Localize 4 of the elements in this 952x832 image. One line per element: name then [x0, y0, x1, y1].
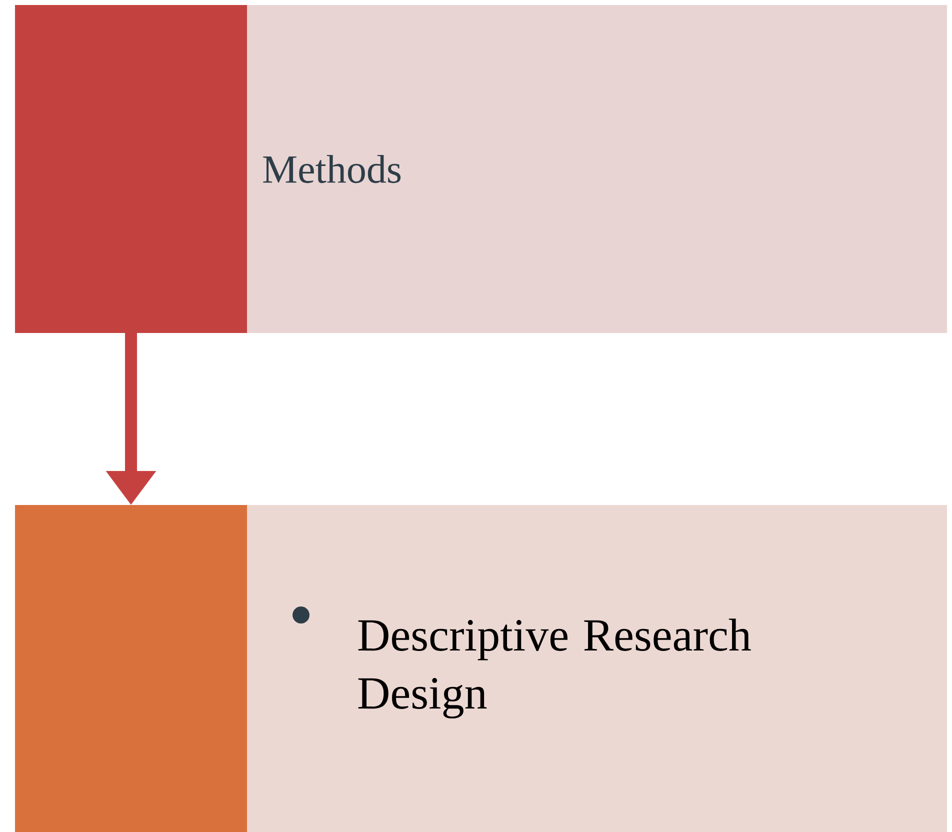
text-panel: Methods [247, 5, 948, 333]
square-block [15, 505, 247, 832]
square-block [15, 5, 247, 333]
text-panel: Descriptive Research Design [247, 505, 948, 832]
